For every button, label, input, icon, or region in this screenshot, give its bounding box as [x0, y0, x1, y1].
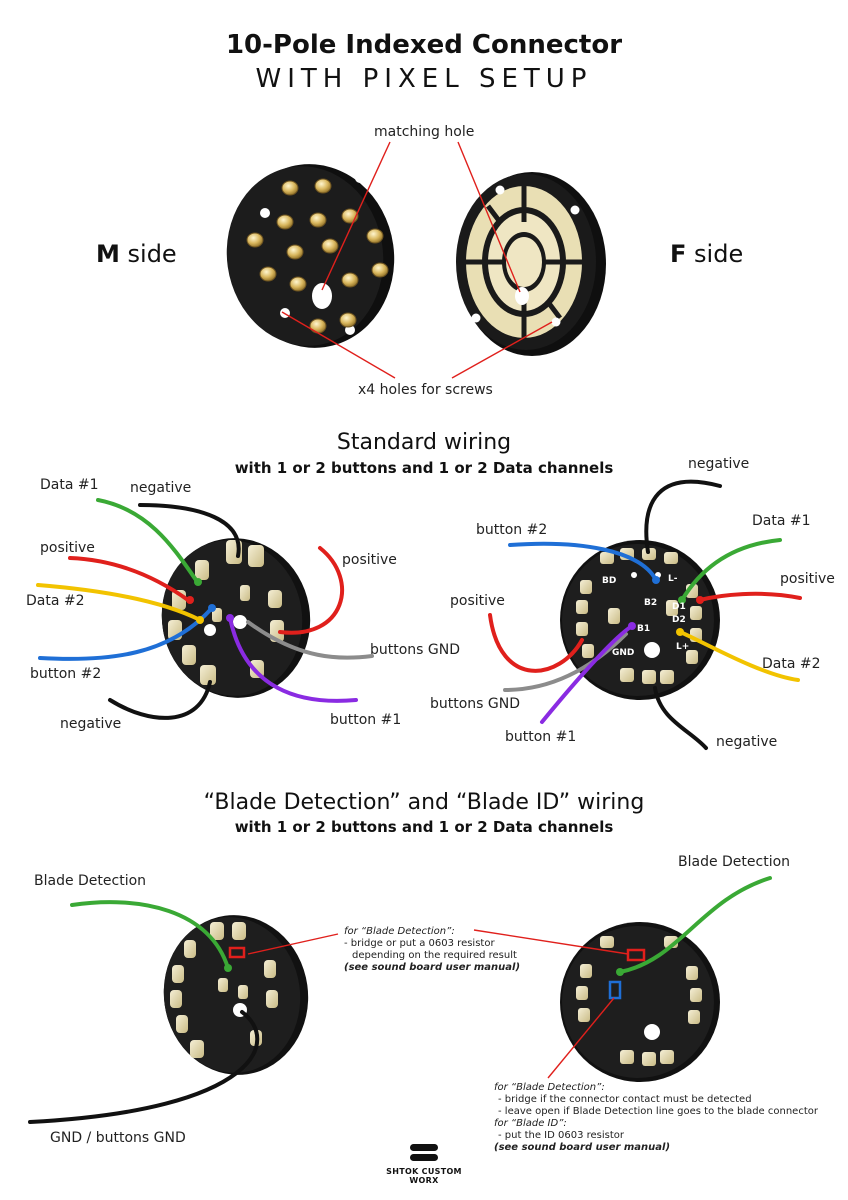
note1-head: for “Blade Detection”:: [344, 926, 455, 937]
right-button2-label: button #2: [476, 522, 548, 538]
f-side-label: F side: [670, 240, 743, 268]
blade-right-label: Blade Detection: [678, 854, 791, 870]
left-data1-label: Data #1: [40, 477, 99, 493]
left-positive-label: positive: [40, 540, 95, 556]
matching-hole-label: matching hole: [374, 124, 475, 140]
silk-b2: B2: [644, 598, 658, 608]
left-button2-label: button #2: [30, 666, 102, 682]
blade-wires: [28, 876, 772, 1124]
page-title: 10-Pole Indexed Connector: [225, 30, 623, 60]
silk-d2: D2: [672, 615, 686, 625]
blade-wiring-title: “Blade Detection” and “Blade ID” wiring: [203, 790, 645, 815]
note2-line1: - bridge if the connector contact must b…: [498, 1094, 752, 1105]
left-positive-right-label: positive: [342, 552, 397, 568]
left-negative-bottom-label: negative: [60, 716, 122, 732]
silk-bd: BD: [602, 576, 617, 586]
right-negative-bottom-label: negative: [716, 734, 778, 750]
f-side-letter: F: [670, 240, 687, 268]
blade-left-label: Blade Detection: [34, 873, 147, 889]
right-data1-label: Data #1: [752, 513, 811, 529]
blade-gnd-label: GND / buttons GND: [50, 1130, 186, 1146]
note1-line1: - bridge or put a 0603 resistor: [344, 938, 495, 949]
f-side-word: side: [686, 240, 744, 268]
left-negative-top-label: negative: [130, 480, 192, 496]
silk-lminus: L-: [668, 574, 678, 584]
f-side-connector: [456, 172, 606, 356]
note2-head2: for “Blade ID”:: [494, 1118, 567, 1129]
left-data2-label: Data #2: [26, 593, 85, 609]
left-buttons-gnd-label: buttons GND: [370, 642, 461, 658]
note1-line3: (see sound board user manual): [344, 962, 521, 973]
silk-d1: D1: [672, 602, 686, 612]
screw-holes-label: x4 holes for screws: [358, 382, 493, 398]
brand-name: SHTOK CUSTOM WORX: [386, 1167, 462, 1185]
note2-line4: (see sound board user manual): [494, 1142, 671, 1153]
right-data2-label: Data #2: [762, 656, 821, 672]
blade-wiring-subtitle: with 1 or 2 buttons and 1 or 2 Data chan…: [234, 818, 614, 836]
m-side-word: side: [119, 240, 177, 268]
note2-line3: - put the ID 0603 resistor: [498, 1130, 625, 1141]
right-positive-left-label: positive: [450, 593, 505, 609]
silk-b1: B1: [637, 624, 651, 634]
m-side-label: M side: [96, 240, 177, 268]
blade-wire-dots: [224, 964, 624, 976]
standard-right-wires: [488, 479, 802, 750]
left-button1-label: button #1: [330, 712, 402, 728]
note2-line2: - leave open if Blade Detection line goe…: [498, 1106, 818, 1117]
standard-wiring-subtitle: with 1 or 2 buttons and 1 or 2 Data chan…: [234, 459, 614, 477]
right-negative-top-label: negative: [688, 456, 750, 472]
note1-line2: depending on the required result: [352, 950, 517, 961]
brand-logo: [410, 1144, 438, 1161]
right-button1-label: button #1: [505, 729, 577, 745]
m-side-letter: M: [96, 240, 120, 268]
page-subtitle: WITH PIXEL SETUP: [255, 64, 593, 94]
blade-left-board: [163, 915, 309, 1075]
right-buttons-gnd-label: buttons GND: [430, 696, 521, 712]
standard-wiring-title: Standard wiring: [336, 430, 512, 455]
standard-left-wires: [36, 498, 374, 720]
standard-wire-dots: [186, 576, 704, 636]
right-positive-right-label: positive: [780, 571, 835, 587]
silk-gnd: GND: [612, 648, 635, 658]
m-side-connector: [226, 164, 395, 348]
silk-lplus: L+: [676, 642, 690, 652]
note2-head1: for “Blade Detection”:: [494, 1082, 605, 1093]
top-pointer-lines: [281, 141, 553, 379]
blade-pointer-lines: [247, 929, 629, 1079]
blade-right-board: [560, 922, 720, 1082]
blade-note-1: for “Blade Detection”: - bridge or put a…: [344, 926, 520, 974]
blade-note-2: for “Blade Detection”: - bridge if the c…: [494, 1082, 818, 1154]
